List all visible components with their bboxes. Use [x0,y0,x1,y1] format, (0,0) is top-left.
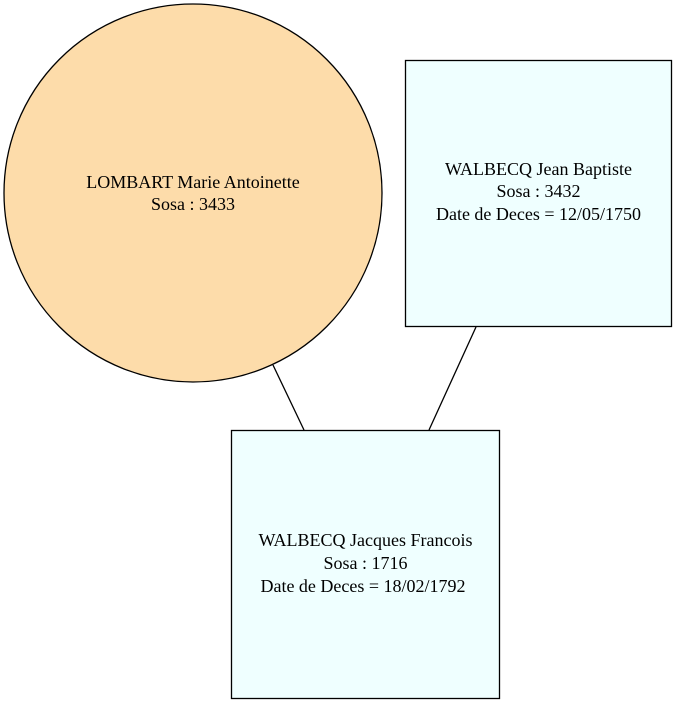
node-child[interactable]: WALBECQ Jacques Francois Sosa : 1716 Dat… [230,429,501,700]
node-father-shape [404,59,673,328]
node-child-death-date: Date de Deces = 18/02/1792 [260,576,465,596]
node-child-shape [230,429,501,700]
node-child-sosa: Sosa : 1716 [323,553,407,573]
node-child-name: WALBECQ Jacques Francois [259,530,473,550]
edge-father-to-child [428,326,477,431]
node-mother[interactable]: LOMBART Marie Antoinette Sosa : 3433 [3,3,383,383]
edge-mother-to-child [272,364,305,431]
node-father[interactable]: WALBECQ Jean Baptiste Sosa : 3432 Date d… [404,59,673,328]
node-mother-name: LOMBART Marie Antoinette [86,172,300,192]
node-father-sosa: Sosa : 3432 [496,181,580,201]
node-father-death-date: Date de Deces = 12/05/1750 [436,204,641,224]
node-mother-shape [3,3,383,383]
node-father-name: WALBECQ Jean Baptiste [445,159,632,179]
node-mother-sosa: Sosa : 3433 [151,194,235,214]
